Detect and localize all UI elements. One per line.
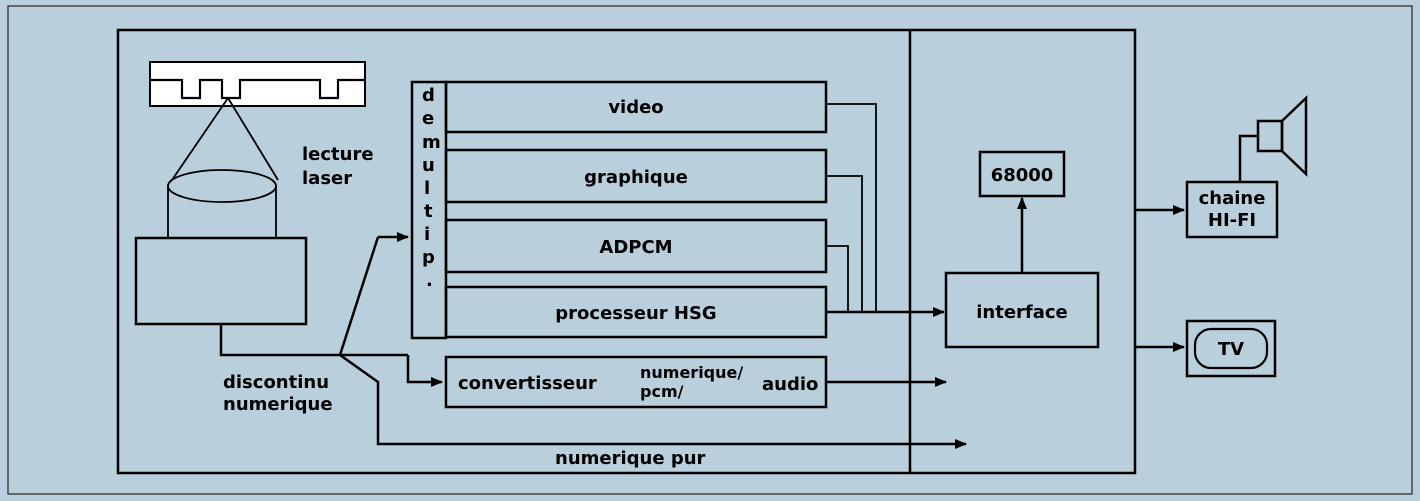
- pcm-label: pcm/: [640, 382, 684, 401]
- chaine-hifi-block: [1185, 180, 1279, 239]
- demultip-letter: e: [422, 108, 434, 129]
- reader-block: [134, 236, 308, 326]
- discontinu-label: discontinu: [223, 372, 329, 393]
- numerique-label: numerique: [223, 394, 333, 415]
- speaker-icon: [1238, 95, 1308, 182]
- hifi-label: HI-FI: [1208, 210, 1256, 231]
- laser-beam-icon: [167, 97, 279, 238]
- numerique-pcm-label: numerique/: [640, 363, 743, 382]
- video-label: video: [608, 97, 663, 118]
- tv-label: TV: [1218, 339, 1244, 360]
- demultip-letter: d: [422, 85, 435, 106]
- lecture-label: lecture: [302, 144, 374, 165]
- processeur-hsg-label: processeur HSG: [555, 303, 716, 324]
- demultip-letter: p: [422, 247, 435, 268]
- numerique-pur-label: numerique pur: [555, 448, 706, 469]
- demultip-letter: u: [422, 155, 435, 176]
- cpu-68000-label: 68000: [991, 165, 1054, 186]
- laser-label: laser: [302, 168, 352, 189]
- demultip-letter: m: [422, 132, 441, 153]
- video-block: [444, 80, 828, 134]
- convertisseur-label: convertisseur: [458, 373, 597, 394]
- player-enclosure: [116, 28, 1137, 475]
- demultip-letter: .: [426, 270, 433, 291]
- demultiplexer-block: [410, 80, 448, 340]
- demultip-letter: i: [424, 224, 430, 245]
- demultip-letter: l: [424, 178, 430, 199]
- audio-label: audio: [762, 374, 818, 395]
- demultip-letter: t: [424, 201, 433, 222]
- adpcm-label: ADPCM: [599, 237, 672, 258]
- cpu-68000-block: [978, 150, 1066, 198]
- chaine-label: chaine: [1199, 188, 1266, 209]
- graphique-label: graphique: [584, 167, 688, 188]
- tv-icon: [1185, 319, 1277, 378]
- disc-icon: [149, 61, 366, 107]
- diagram-border: [7, 5, 1413, 495]
- interface-label: interface: [976, 302, 1068, 323]
